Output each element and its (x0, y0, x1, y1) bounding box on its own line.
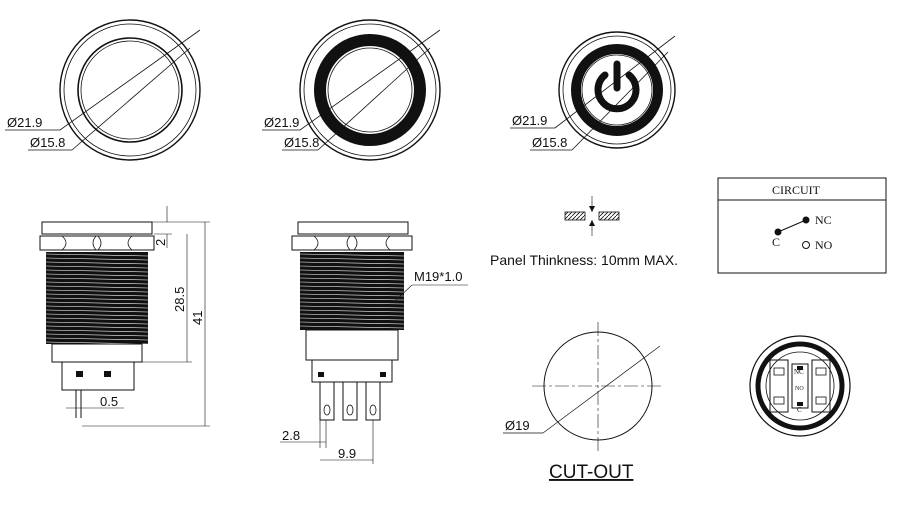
thread-stripe (45, 289, 149, 293)
top3-inner-diameter: Ø15.8 (532, 135, 567, 150)
pin-thickness: 0.5 (100, 394, 118, 409)
thread-stripe (299, 289, 405, 293)
top1-inner-diameter: Ø15.8 (30, 135, 65, 150)
pin-width: 2.8 (282, 428, 300, 443)
thread-stripe (45, 317, 149, 321)
power-icon (594, 60, 640, 113)
thread-stripe (45, 265, 149, 269)
thread-stripe (299, 281, 405, 285)
circuit-diagram: CIRCUIT NC C NO (717, 177, 887, 274)
thread-stripe (45, 333, 149, 337)
thread-stripe (299, 325, 405, 329)
top1-outer-diameter: Ø21.9 (7, 115, 42, 130)
panel-label: Panel Thinkness: 10mm MAX. (490, 252, 678, 268)
side-view-right: M19*1.0 2.8 9.9 (280, 221, 468, 464)
top-view-ring: Ø21.9 Ø15.8 (262, 19, 441, 161)
thread-stripe (299, 269, 405, 273)
thread-spec: M19*1.0 (414, 269, 462, 284)
thread-stripe (45, 309, 149, 313)
thread-stripe (299, 253, 405, 257)
top2-outer-diameter: Ø21.9 (264, 115, 299, 130)
thread-stripe (299, 293, 405, 297)
thread-stripe (45, 337, 149, 341)
thread-stripe (45, 321, 149, 325)
thread-stripe (45, 253, 149, 257)
thread-stripe (45, 313, 149, 317)
thread-length: 28.5 (172, 287, 187, 312)
cutout-diameter: Ø19 (505, 418, 530, 433)
thread-stripe (45, 293, 149, 297)
thread-stripe (299, 313, 405, 317)
thread-stripe (45, 269, 149, 273)
circuit-c: C (772, 235, 780, 249)
cutout-view: Ø19 CUT-OUT (503, 322, 664, 483)
thread-stripe (45, 277, 149, 281)
bottom-c: C (797, 406, 802, 414)
bottom-view: NC NO C (749, 335, 851, 437)
pin-spacing: 9.9 (338, 446, 356, 461)
top-view-plain: Ø21.9 Ø15.8 (5, 19, 201, 161)
thread-stripe (299, 321, 405, 325)
circuit-nc: NC (815, 213, 832, 227)
thread-stripe (45, 325, 149, 329)
bottom-nc: NC (794, 368, 804, 376)
thread-stripe (45, 257, 149, 261)
cap-height: 2 (153, 239, 168, 246)
thread-stripe (299, 301, 405, 305)
thread-stripe (299, 317, 405, 321)
thread-stripe (299, 297, 405, 301)
thread-stripe (45, 297, 149, 301)
top3-outer-diameter: Ø21.9 (512, 113, 547, 128)
thread-stripe (299, 285, 405, 289)
thread-stripe (299, 265, 405, 269)
thread-stripe (45, 261, 149, 265)
thread-stripe (45, 285, 149, 289)
thread-stripe (299, 309, 405, 313)
thread-stripe (299, 261, 405, 265)
side-view-left: 2 28.5 41 0.5 (39, 206, 210, 427)
top-view-power: Ø21.9 Ø15.8 (510, 31, 676, 151)
circuit-no: NO (815, 238, 833, 252)
thread-stripe (299, 277, 405, 281)
top2-inner-diameter: Ø15.8 (284, 135, 319, 150)
thread-stripe (299, 257, 405, 261)
thread-stripe (45, 305, 149, 309)
circuit-title: CIRCUIT (772, 183, 821, 197)
thread-stripe (45, 329, 149, 333)
thread-stripe (45, 281, 149, 285)
bottom-no: NO (795, 386, 804, 392)
panel-section: Panel Thinkness: 10mm MAX. (490, 196, 678, 268)
thread-stripe (45, 273, 149, 277)
thread-stripe (299, 273, 405, 277)
cutout-label: CUT-OUT (549, 462, 634, 483)
thread-stripe (45, 301, 149, 305)
thread-stripe (299, 305, 405, 309)
total-length: 41 (190, 311, 205, 325)
